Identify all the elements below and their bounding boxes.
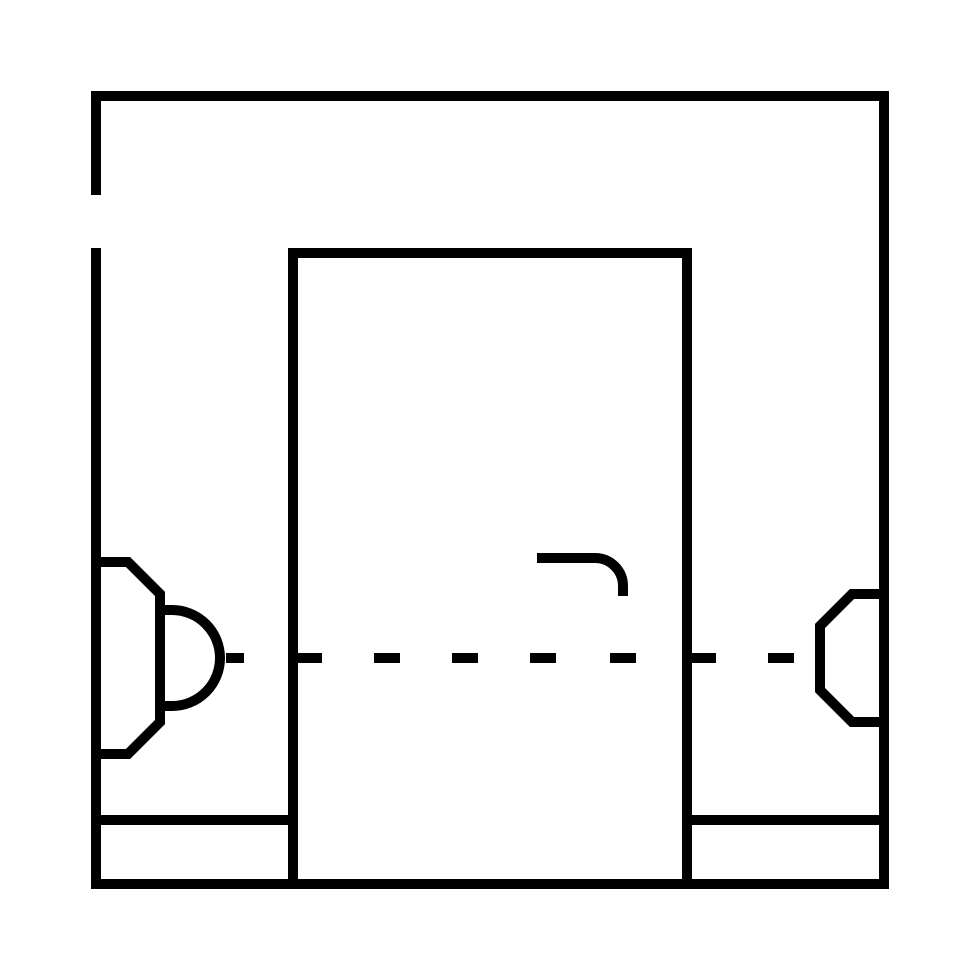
left-semicircle	[160, 605, 225, 711]
left-octagon	[96, 557, 165, 759]
right-octagon	[815, 589, 884, 727]
outer-wall	[91, 91, 889, 889]
central-room	[288, 248, 692, 889]
hook-curve	[537, 553, 628, 596]
